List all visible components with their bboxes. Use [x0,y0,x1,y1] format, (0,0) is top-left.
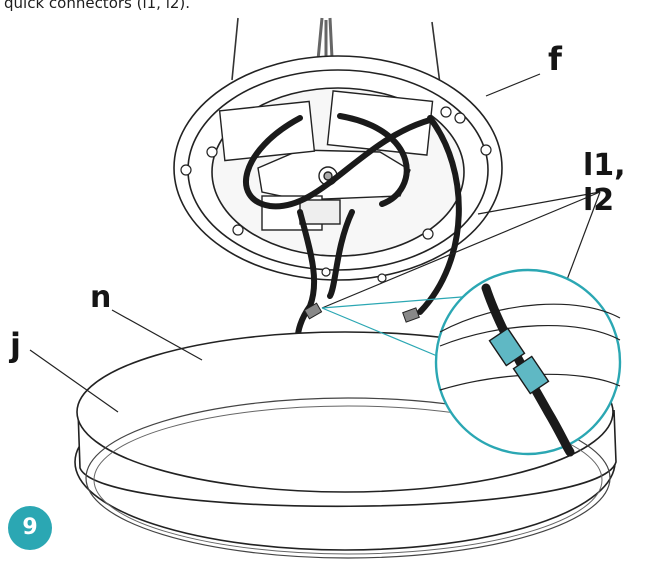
quick-connector-l1-l2 [488,327,550,395]
power-cables [243,113,462,339]
label-f: f [548,40,562,78]
step-number-badge: 9 [8,506,52,550]
mounting-bracket [218,90,434,231]
label-j: j [10,326,21,364]
label-n: n [90,280,112,315]
label-l1-l2: l1, l2 [583,148,626,218]
suspension-cables [231,17,441,85]
quick-connector-small [303,302,420,323]
magnified-detail [321,268,622,457]
leader-line-f [485,73,541,97]
leader-lines-nj [29,309,203,413]
instruction-caption: quick connectors (l1, l2). [4,0,191,12]
plate-screws [180,106,492,283]
